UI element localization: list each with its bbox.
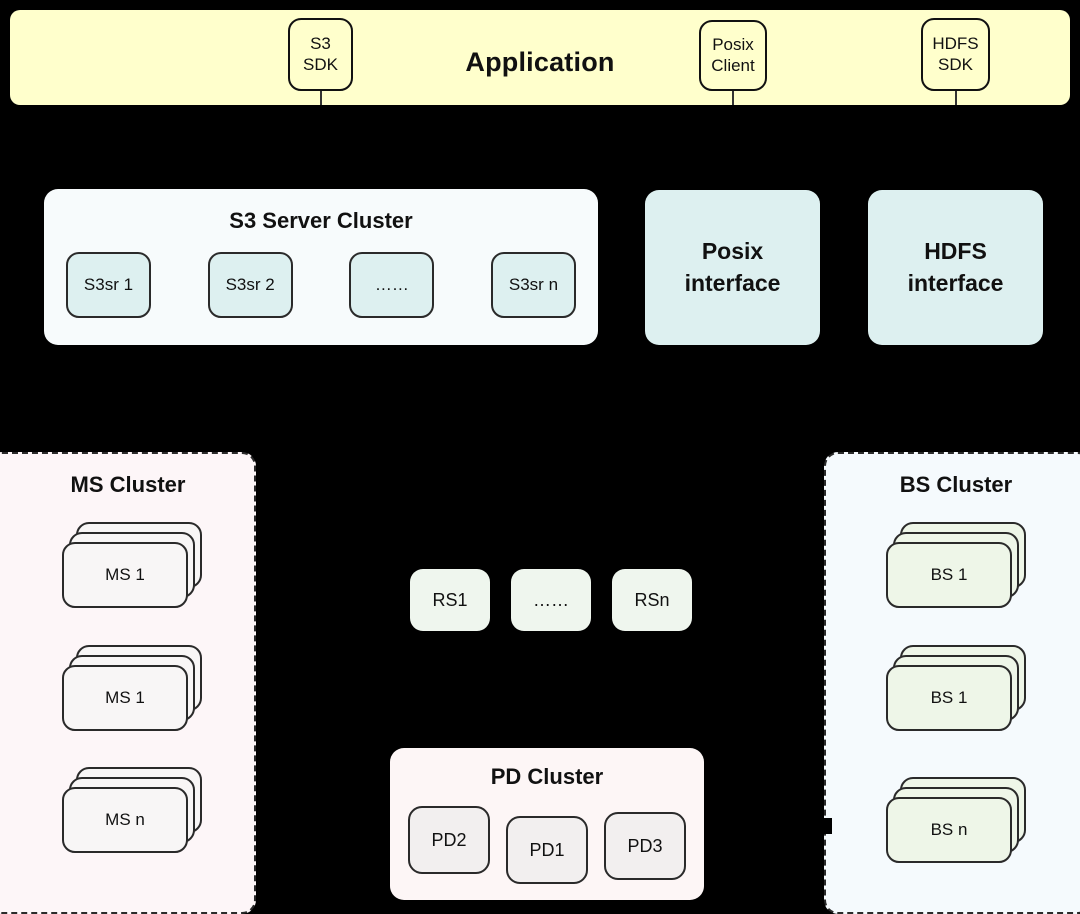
connector-hdfs-sdk	[955, 85, 957, 105]
bs-node-stack[interactable]: BS n	[886, 777, 1026, 863]
pd-node[interactable]: PD3	[604, 812, 686, 880]
posix-client-box[interactable]: Posix Client	[699, 20, 767, 91]
bs-node-stack[interactable]: BS 1	[886, 522, 1026, 608]
hdfs-sdk-label-line2: SDK	[938, 54, 973, 74]
bs-node-label: BS n	[886, 797, 1012, 863]
posix-interface-label-line1: Posix	[701, 238, 764, 265]
ms-node-stack[interactable]: MS n	[62, 767, 202, 853]
s3-server-node-list: S3sr 1 S3sr 2 …… S3sr n	[66, 245, 576, 325]
connector-s3-sdk	[320, 85, 322, 105]
application-title: Application	[465, 47, 615, 77]
ms-node-label: MS n	[62, 787, 188, 853]
pd-node-list: PD2 PD1 PD3	[408, 806, 686, 884]
s3-server-node-ellipsis: ……	[349, 252, 435, 318]
s3-sdk-box[interactable]: S3 SDK	[288, 18, 353, 91]
s3-sdk-label-line2: SDK	[303, 54, 338, 74]
rs-node[interactable]: RSn	[612, 569, 692, 631]
posix-interface-box[interactable]: Posix interface	[645, 190, 820, 345]
posix-client-label-line2: Client	[711, 55, 755, 75]
ms-cluster-title: MS Cluster	[70, 472, 186, 497]
bs-cluster-border-notch	[818, 818, 832, 834]
hdfs-sdk-box[interactable]: HDFS SDK	[921, 18, 990, 91]
bs-node-label: BS 1	[886, 542, 1012, 608]
s3-server-node[interactable]: S3sr 2	[207, 252, 293, 318]
bs-node-stack[interactable]: BS 1	[886, 645, 1026, 731]
hdfs-sdk-label-line1: HDFS	[932, 34, 979, 54]
posix-client-label-line1: Posix	[712, 35, 754, 55]
connector-posix-client	[732, 85, 734, 105]
pd-cluster-title: PD Cluster	[490, 764, 604, 789]
s3-server-node[interactable]: S3sr 1	[66, 252, 151, 318]
hdfs-interface-label-line2: interface	[907, 269, 1004, 296]
hdfs-interface-box[interactable]: HDFS interface	[868, 190, 1043, 345]
ms-node-stack[interactable]: MS 1	[62, 522, 202, 608]
ms-node-label: MS 1	[62, 542, 188, 608]
posix-interface-label-line2: interface	[684, 269, 781, 296]
rs-node-row: RS1 …… RSn	[410, 568, 692, 632]
ms-node-label: MS 1	[62, 665, 188, 731]
ms-node-stack[interactable]: MS 1	[62, 645, 202, 731]
application-bar: Application	[10, 10, 1070, 105]
s3-server-node[interactable]: S3sr n	[490, 252, 576, 318]
rs-node[interactable]: RS1	[410, 569, 490, 631]
rs-node-ellipsis: ……	[511, 569, 591, 631]
pd-node[interactable]: PD1	[506, 816, 588, 884]
hdfs-interface-label-line1: HDFS	[924, 238, 987, 265]
s3-sdk-label-line1: S3	[310, 34, 331, 54]
bs-cluster-title: BS Cluster	[899, 472, 1013, 497]
bs-node-label: BS 1	[886, 665, 1012, 731]
pd-node[interactable]: PD2	[408, 806, 490, 874]
s3-server-cluster-title: S3 Server Cluster	[229, 208, 413, 233]
pd-cluster-panel: PD Cluster PD2 PD1 PD3	[390, 748, 704, 900]
s3-server-cluster-panel: S3 Server Cluster S3sr 1 S3sr 2 …… S3sr …	[44, 189, 598, 345]
